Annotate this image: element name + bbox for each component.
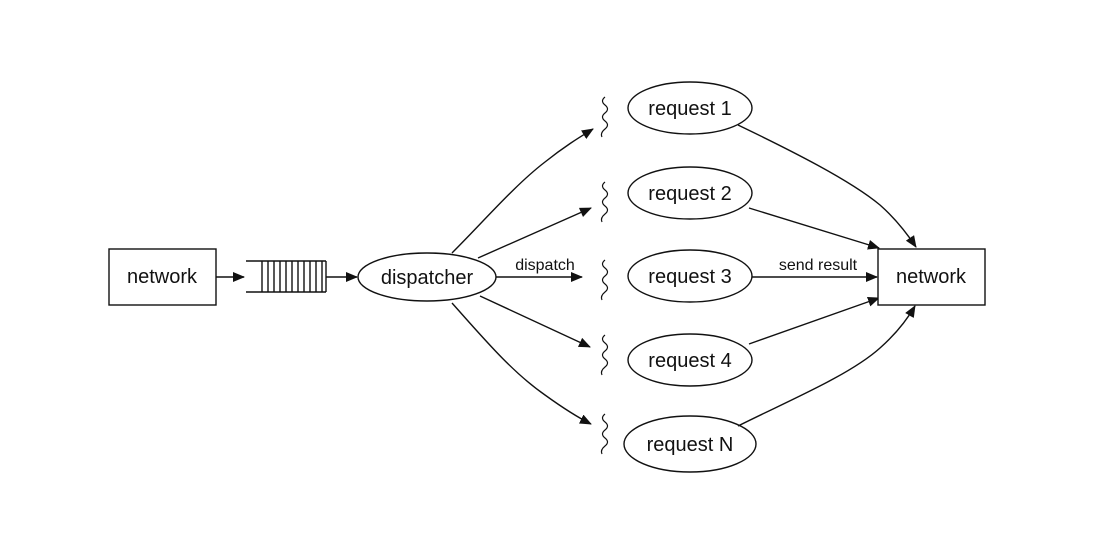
thread-icon-n xyxy=(600,413,609,455)
source-network-node: network xyxy=(108,248,217,306)
sink-network-label: network xyxy=(896,266,967,288)
request-node-2: request 2 xyxy=(627,166,753,220)
thread-icon-3 xyxy=(600,259,609,301)
request-node-n: request N xyxy=(623,415,757,473)
thread-icon-1 xyxy=(600,96,609,138)
edge-dispatcher-to-request-4 xyxy=(479,295,591,348)
send-result-edge-label: send result xyxy=(779,257,858,274)
edge-dispatcher-to-request-1 xyxy=(451,128,594,254)
dispatch-edge-label: dispatch xyxy=(515,257,575,274)
request-queue xyxy=(246,260,327,293)
edge-request-1-to-network xyxy=(737,124,917,248)
dispatcher-label: dispatcher xyxy=(381,267,474,289)
request-label-2: request 2 xyxy=(648,183,731,205)
edge-dispatcher-to-request-n xyxy=(451,302,592,425)
edge-request-2-to-network xyxy=(748,207,880,250)
edge-dispatcher-to-request-2 xyxy=(477,207,592,259)
edge-request-4-to-network xyxy=(748,296,880,345)
dispatcher-node: dispatcher xyxy=(357,252,497,302)
sink-network-node: network xyxy=(877,248,986,306)
source-network-label: network xyxy=(127,266,198,288)
request-label-n: request N xyxy=(647,434,734,456)
request-label-1: request 1 xyxy=(648,98,731,120)
request-label-4: request 4 xyxy=(648,350,731,372)
request-node-4: request 4 xyxy=(627,333,753,387)
request-label-3: request 3 xyxy=(648,266,731,288)
thread-icon-4 xyxy=(600,334,609,376)
edge-request-n-to-network xyxy=(737,305,916,427)
request-node-3: request 3 xyxy=(627,249,753,303)
thread-icon-2 xyxy=(600,181,609,223)
request-node-1: request 1 xyxy=(627,81,753,135)
